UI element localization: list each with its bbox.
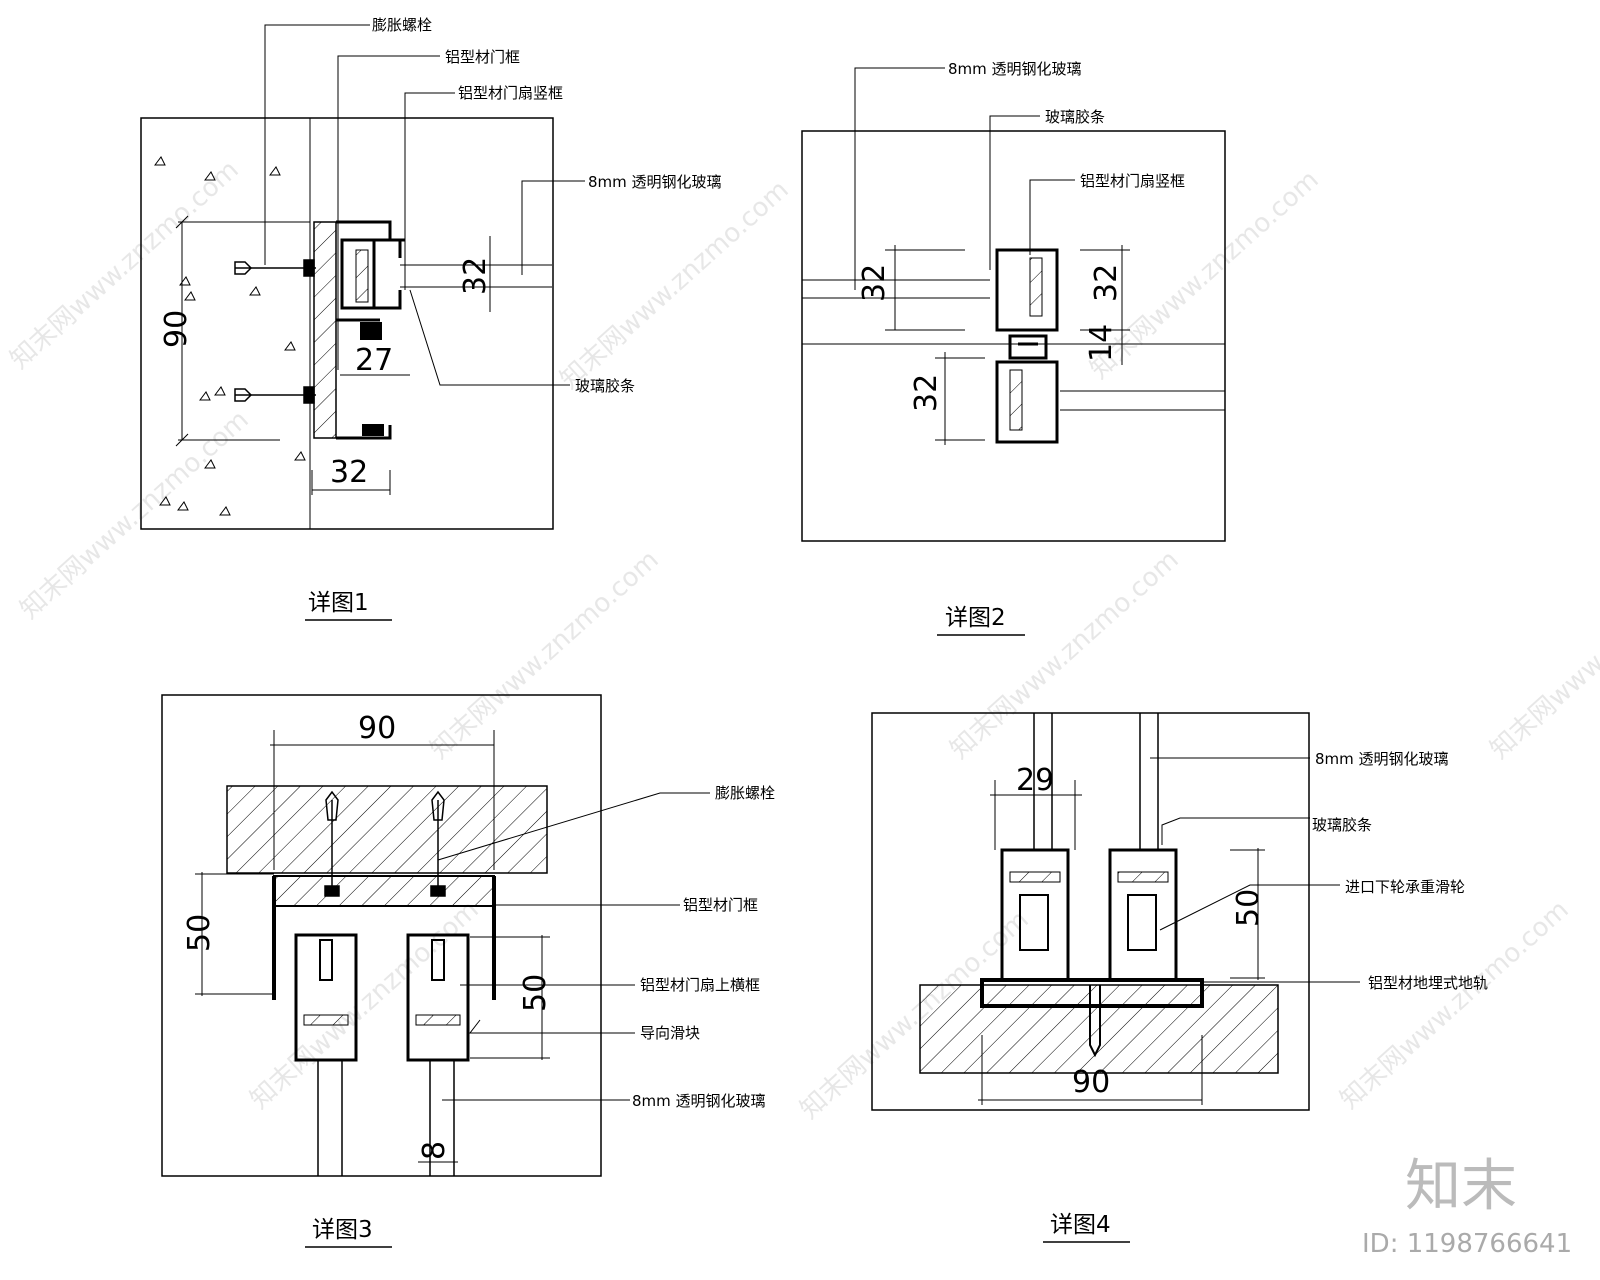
ceiling-slab <box>226 785 548 874</box>
floor-track <box>980 978 1204 1008</box>
top-rail-right <box>406 933 470 1062</box>
dim-27: 27 <box>355 343 393 378</box>
roller <box>362 424 384 436</box>
label-glass: 8mm 透明钢化玻璃 <box>588 173 722 191</box>
dim-90: 90 <box>358 711 396 746</box>
panel-border <box>871 712 1310 1111</box>
label-leaf-stile: 铝型材门扇竖框 <box>458 84 563 102</box>
leaf-stile-profile <box>995 248 1059 332</box>
label-gasket: 玻璃胶条 <box>1045 108 1105 126</box>
dimension-lines <box>175 215 552 495</box>
panel-border <box>140 117 554 530</box>
dim-50-left: 50 <box>182 914 217 952</box>
watermark-text: 知末网www.znzmo.com <box>245 895 485 1115</box>
caption-detail-3: 详图3 <box>312 1217 373 1243</box>
caption-detail-2: 详图2 <box>945 605 1006 631</box>
dim-50: 50 <box>1231 889 1266 927</box>
panel-border <box>801 130 1226 542</box>
watermark-text: 知末网www.znzmo.com <box>555 175 795 395</box>
label-gasket: 玻璃胶条 <box>1312 816 1372 834</box>
detail-3: 90 50 50 8 膨胀螺栓 铝型材门框 铝型材门扇上横框 导向滑块 8mm … <box>161 694 775 1248</box>
image-id: ID: 1198766641 <box>1362 1229 1572 1259</box>
label-glass: 8mm 透明钢化玻璃 <box>1315 750 1449 768</box>
screw <box>1089 985 1101 1058</box>
dim-32-frame: 32 <box>330 455 368 490</box>
dim-32-lower: 32 <box>909 374 944 412</box>
panel-border <box>161 694 602 1177</box>
detail-2: 32 32 14 32 8mm 透明钢化玻璃 玻璃胶条 铝型材门扇竖框 详图2 <box>801 60 1226 636</box>
expansion-bolt <box>234 259 316 404</box>
dimension-lines <box>978 780 1265 1105</box>
dimension-lines <box>195 730 550 1163</box>
leaf-stile-profile <box>340 238 376 310</box>
leader-lines <box>854 67 1075 290</box>
detail-4: 29 50 90 8mm 透明钢化玻璃 玻璃胶条 进口下轮承重滑轮 铝型材地埋式… <box>871 712 1488 1243</box>
dim-32-glass: 32 <box>458 257 493 295</box>
watermark-text: 知末网www.znzmo.com <box>945 545 1185 765</box>
detail-1: 90 32 27 32 膨胀螺栓 铝型材门框 铝型材门扇竖框 8mm 透明钢化玻… <box>140 16 722 621</box>
label-expansion-bolt: 膨胀螺栓 <box>372 16 432 34</box>
top-rail-left <box>294 933 358 1062</box>
label-floor-track: 铝型材地埋式地轨 <box>1368 974 1488 992</box>
label-roller-wheel: 进口下轮承重滑轮 <box>1345 878 1465 896</box>
dim-32-right: 32 <box>1089 264 1124 302</box>
label-glass: 8mm 透明钢化玻璃 <box>948 60 1082 78</box>
dim-29: 29 <box>1016 763 1054 798</box>
brand-logo: 知末 <box>1405 1154 1517 1219</box>
glass-gasket-block <box>355 249 369 303</box>
watermark-text: 知末网www.znzmo.com <box>5 155 245 375</box>
door-frame-profile <box>273 875 495 907</box>
roller-wheel <box>1019 894 1157 951</box>
guide-block <box>319 939 445 981</box>
glass-clamp <box>374 238 402 310</box>
dim-50-right: 50 <box>518 974 553 1012</box>
leader-lines <box>264 24 585 386</box>
label-leaf-stile: 铝型材门扇竖框 <box>1080 172 1185 190</box>
glass-panel <box>1033 713 1159 850</box>
label-guide-block: 导向滑块 <box>640 1024 700 1042</box>
leader-lines <box>1150 757 1360 983</box>
roller <box>360 322 382 340</box>
dim-90: 90 <box>1072 1065 1110 1100</box>
dim-14: 14 <box>1084 324 1119 362</box>
dim-8: 8 <box>417 1141 452 1160</box>
leaf-stile-profile <box>995 360 1059 444</box>
bottom-rail-left <box>1000 848 1070 982</box>
label-glass: 8mm 透明钢化玻璃 <box>632 1092 766 1110</box>
watermark-text: 知末网www.znzmo.com <box>1485 545 1600 765</box>
door-frame-profile <box>313 221 337 439</box>
label-top-rail: 铝型材门扇上横框 <box>640 976 760 994</box>
dim-32-left: 32 <box>857 264 892 302</box>
watermark-text: 知末网www.znzmo.com <box>15 405 255 625</box>
glass-panel <box>317 1060 455 1176</box>
label-expansion-bolt: 膨胀螺栓 <box>715 784 775 802</box>
label-door-frame: 铝型材门框 <box>445 48 520 66</box>
label-door-frame: 铝型材门框 <box>683 896 758 914</box>
bottom-rail-right <box>1108 848 1178 982</box>
leader-lines <box>437 792 710 1101</box>
concrete-texture <box>154 156 306 516</box>
label-gasket: 玻璃胶条 <box>575 377 635 395</box>
dimension-lines <box>885 245 1130 445</box>
caption-detail-4: 详图4 <box>1050 1212 1111 1238</box>
expansion-bolt <box>324 790 446 897</box>
interlock-profile <box>1008 334 1048 360</box>
dim-90: 90 <box>159 310 194 348</box>
caption-detail-1: 详图1 <box>308 590 369 616</box>
watermark-text: 知末网www.znzmo.com <box>425 545 665 765</box>
watermark-text: 知末网www.znzmo.com <box>1335 895 1575 1115</box>
